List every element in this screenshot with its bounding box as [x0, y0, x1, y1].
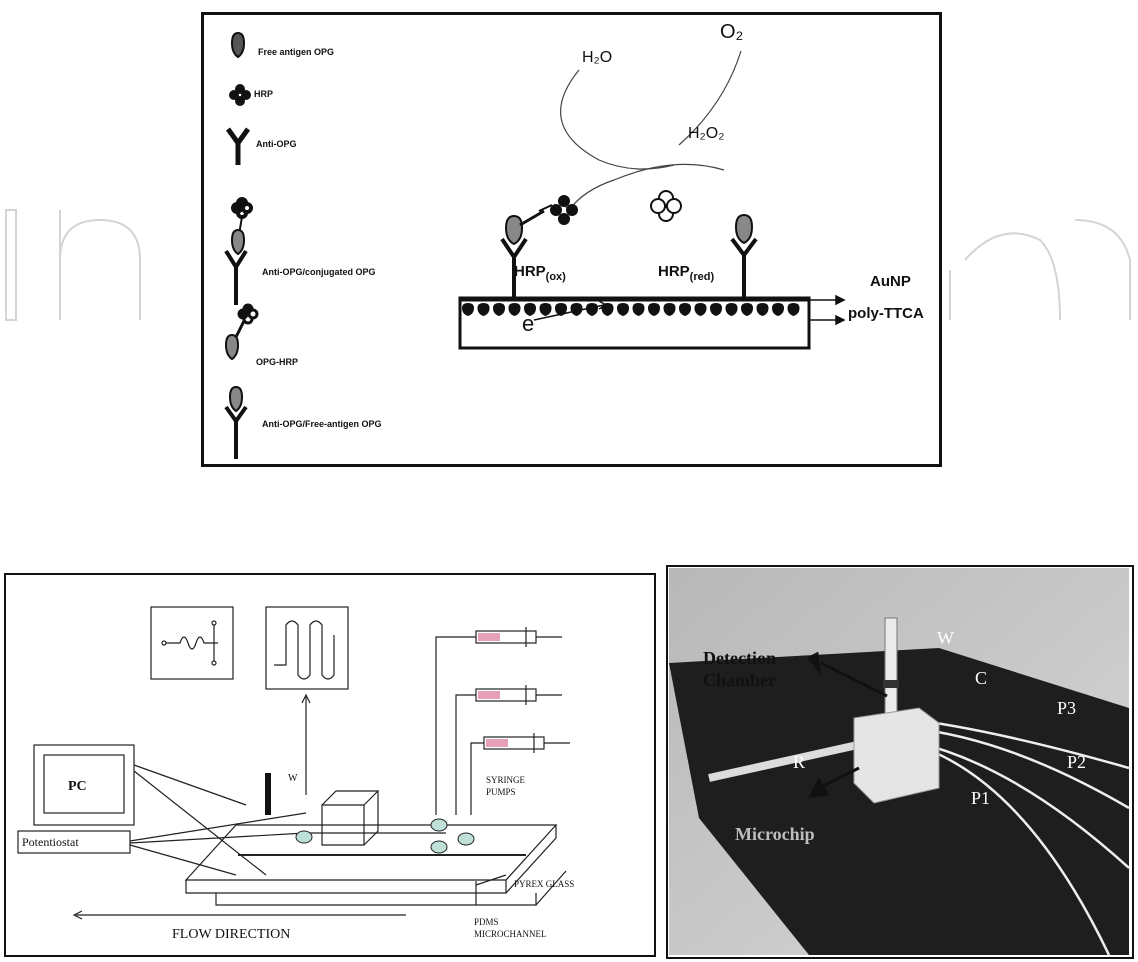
legend-label-anti-opg-conjugated: Anti-OPG/conjugated OPG [262, 267, 376, 277]
hrp-icon [229, 84, 251, 106]
syringe-label: SYRINGE [486, 775, 525, 785]
hydrogen-peroxide-label: H₂O₂ [688, 125, 724, 143]
hrp-ox-label: HRP(ox) [514, 263, 566, 283]
legend-label-hrp: HRP [254, 89, 273, 99]
detection-label: Detection [703, 648, 776, 669]
photo-w-label: W [937, 628, 954, 649]
photo-drawing [669, 568, 1129, 955]
antibody-with-conjugate [502, 195, 578, 301]
photo-r-label: R [793, 752, 805, 773]
hrp-reduced-icon [651, 191, 681, 221]
pyrex-label: PYREX GLASS [514, 879, 574, 889]
chip-layout-inset [151, 607, 233, 679]
scheme-drawing [204, 15, 939, 464]
electron-sup: - [534, 312, 538, 326]
anti-opg-free-antigen-icon [226, 387, 246, 459]
hrp-red-main: HRP [658, 263, 690, 280]
free-antigen-icon [232, 33, 244, 57]
legend-label-free-antigen: Free antigen OPG [258, 47, 334, 57]
immunosensor-scheme-panel: Free antigen OPG HRP Anti-OPG Anti-OPG/c… [201, 12, 942, 467]
microchip-photo: Detection Chamber W C P3 P2 P1 R Microch… [669, 568, 1129, 955]
potentiostat-label: Potentiostat [22, 835, 79, 850]
flow-direction-label: FLOW DIRECTION [172, 927, 290, 943]
photo-p1-label: P1 [971, 788, 990, 809]
hrp-red-sub: (red) [690, 271, 714, 283]
microchip-block [854, 708, 939, 803]
w-electrode-label: W [288, 773, 297, 784]
anti-opg-icon [228, 129, 248, 165]
aunp-label: AuNP [870, 273, 911, 290]
microchannel-label: MICROCHANNEL [474, 929, 547, 939]
electrode-dots [296, 819, 474, 853]
setup-drawing [6, 575, 654, 955]
photo-c-label: C [975, 668, 987, 689]
pdms-label: PDMS [474, 917, 499, 927]
chamber-label: Chamber [703, 670, 776, 691]
oxygen-label: O₂ [720, 21, 743, 44]
legend-label-anti-opg: Anti-OPG [256, 139, 297, 149]
legend-label-opg-hrp: OPG-HRP [256, 357, 298, 367]
microchip-label: Microchip [735, 824, 815, 845]
electron-label: e- [522, 311, 538, 337]
microfluidic-setup-panel: PC Potentiostat W SYRINGE PUMPS PYREX GL… [4, 573, 656, 957]
syringe-fill [478, 633, 508, 747]
hrp-red-label: HRP(red) [658, 263, 714, 283]
antibody-free-antigen [732, 215, 756, 299]
hrp-ox-sub: (ox) [546, 271, 566, 283]
photo-p2-label: P2 [1067, 752, 1086, 773]
electron-main: e [522, 311, 534, 336]
water-label: H₂O [582, 49, 612, 67]
poly-ttca-label: poly-TTCA [848, 305, 924, 322]
opg-hrp-icon [226, 305, 257, 359]
legend-label-anti-opg-free-antigen: Anti-OPG/Free-antigen OPG [262, 419, 382, 429]
channel-inset [266, 607, 348, 689]
pumps-label: PUMPS [486, 787, 516, 797]
layer-pointer-arrows [809, 296, 844, 324]
photo-p3-label: P3 [1057, 698, 1076, 719]
hrp-ox-main: HRP [514, 263, 546, 280]
pc-label: PC [68, 779, 87, 795]
anti-opg-conjugated-icon [226, 199, 251, 305]
